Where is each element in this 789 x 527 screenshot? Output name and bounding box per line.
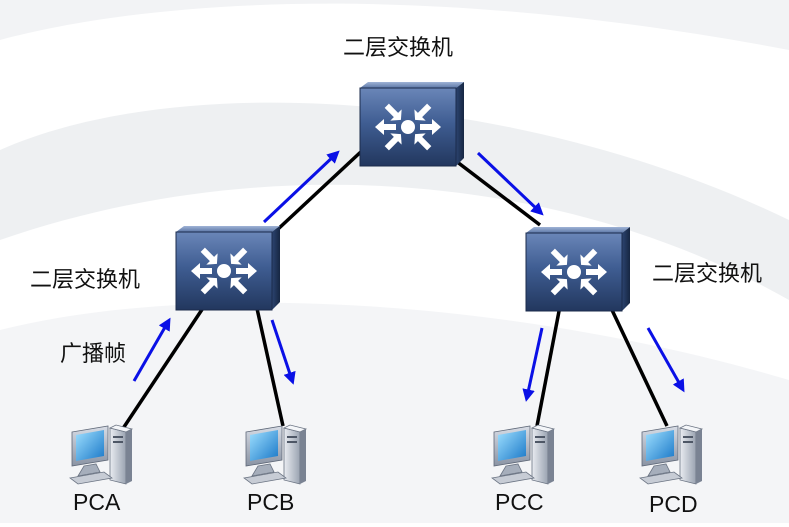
- arrow-right-pcd-down: [646, 327, 685, 393]
- link-left-pca: [120, 301, 209, 431]
- pc-d-label: PCD: [649, 491, 698, 517]
- pc-b-icon: [243, 424, 307, 485]
- link-right-pcd: [610, 309, 669, 427]
- pc-a-icon: [69, 424, 133, 485]
- arrow-left-up: [262, 150, 340, 224]
- pc-c-icon: [491, 424, 555, 485]
- switch-left-label: 二层交换机: [30, 268, 141, 293]
- pc-b-label: PCB: [247, 489, 295, 515]
- pc-d-icon: [639, 424, 703, 485]
- link-top-right: [450, 156, 542, 227]
- arrow-top-right-down: [476, 151, 544, 216]
- switch-left-icon: [175, 225, 281, 311]
- broadcast-frame-label: 广播帧: [60, 342, 127, 367]
- link-left-pcb: [254, 303, 285, 427]
- arrow-pca-up: [132, 317, 171, 382]
- link-right-pcc: [535, 305, 562, 427]
- broadcast-arrows: [132, 150, 685, 402]
- pc-a-label: PCA: [73, 489, 121, 515]
- arrow-right-pcc-down: [522, 327, 544, 402]
- pc-c-label: PCC: [495, 489, 544, 515]
- switch-top-label: 二层交换机: [343, 36, 454, 61]
- switch-top-icon: [359, 81, 465, 167]
- arrow-left-pcb-down: [270, 319, 296, 385]
- switch-right-label: 二层交换机: [652, 262, 763, 287]
- switch-right-icon: [525, 226, 631, 312]
- network-links: [120, 146, 669, 431]
